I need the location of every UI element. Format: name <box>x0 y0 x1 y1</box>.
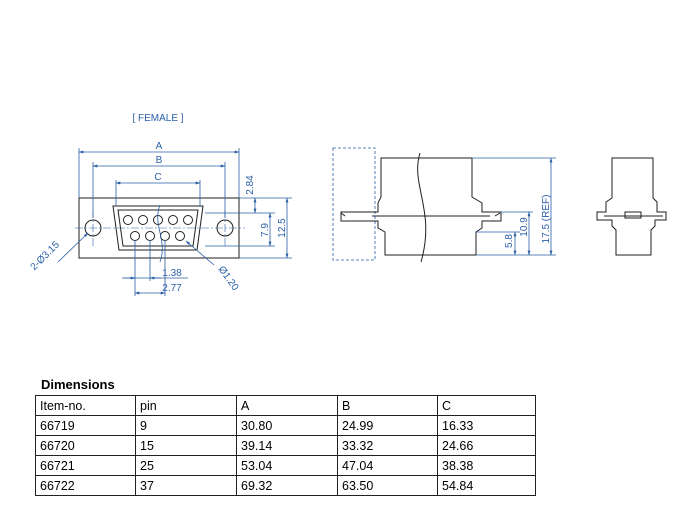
column-header: Item-no. <box>35 395 136 416</box>
column-header: C <box>437 395 536 416</box>
table-cell: 53.04 <box>236 455 338 476</box>
column-header: A <box>236 395 338 416</box>
dim-label-5-8: 5.8 <box>504 234 515 248</box>
table-cell: 69.32 <box>236 475 338 496</box>
table-cell: 38.38 <box>437 455 536 476</box>
dimensions-table: Item-no. pin A B C 66719 9 30.80 24.99 1… <box>35 395 536 496</box>
front-view: [ FEMALE ] <box>29 113 292 296</box>
table-row: 66719 9 30.80 24.99 16.33 <box>35 415 536 436</box>
end-body <box>596 157 667 256</box>
table-cell: 24.99 <box>337 415 438 436</box>
dim-label-a: A <box>156 141 163 152</box>
side-body <box>340 157 502 256</box>
pin-row-bottom <box>130 231 185 241</box>
table-cell: 66721 <box>35 455 136 476</box>
dim-label-2-84: 2.84 <box>245 175 256 195</box>
dim-label-10-9: 10.9 <box>519 217 530 237</box>
dim-label-17-5: 17.5 (REF) <box>541 195 552 244</box>
technical-drawing: [ FEMALE ] <box>29 113 667 296</box>
dim-label-7-9: 7.9 <box>260 223 271 237</box>
dim-label-hole: 2-Ø3.15 <box>29 239 63 273</box>
table-cell: 39.14 <box>236 435 338 456</box>
shell-inner <box>117 209 199 247</box>
column-header: pin <box>135 395 237 416</box>
table-cell: 66720 <box>35 435 136 456</box>
table-cell: 47.04 <box>337 455 438 476</box>
table-cell: 9 <box>135 415 237 436</box>
break-line <box>157 204 163 263</box>
table-cell: 24.66 <box>437 435 536 456</box>
dim-label-pin-dia: Ø1.20 <box>216 264 241 293</box>
end-slot <box>624 211 642 219</box>
table-cell: 33.32 <box>337 435 438 456</box>
dim-label-1-38: 1.38 <box>162 268 182 279</box>
table-cell: 15 <box>135 435 237 456</box>
table-row: 66721 25 53.04 47.04 38.38 <box>35 455 536 476</box>
table-row: 66720 15 39.14 33.32 24.66 <box>35 435 536 456</box>
dim-label-b: B <box>156 155 163 166</box>
table-cell: 54.84 <box>437 475 536 496</box>
side-break <box>417 152 427 263</box>
table-cell: 37 <box>135 475 237 496</box>
dim-label-c: C <box>154 172 161 183</box>
dim-label-12-5: 12.5 <box>277 218 288 238</box>
table-cell: 66719 <box>35 415 136 436</box>
table-header-row: Item-no. pin A B C <box>35 395 536 416</box>
table-row: 66722 37 69.32 63.50 54.84 <box>35 475 536 496</box>
end-view <box>596 157 667 256</box>
side-view: 5.8 10.9 17.5 (REF) <box>332 147 556 263</box>
table-cell: 25 <box>135 455 237 476</box>
table-cell: 63.50 <box>337 475 438 496</box>
dim-label-2-77: 2.77 <box>162 283 182 294</box>
table-cell: 16.33 <box>437 415 536 436</box>
side-hidden-box <box>332 147 376 261</box>
table-cell: 66722 <box>35 475 136 496</box>
dimensions-title: Dimensions <box>41 377 115 392</box>
table-cell: 30.80 <box>236 415 338 436</box>
view-label: [ FEMALE ] <box>132 113 183 124</box>
column-header: B <box>337 395 438 416</box>
